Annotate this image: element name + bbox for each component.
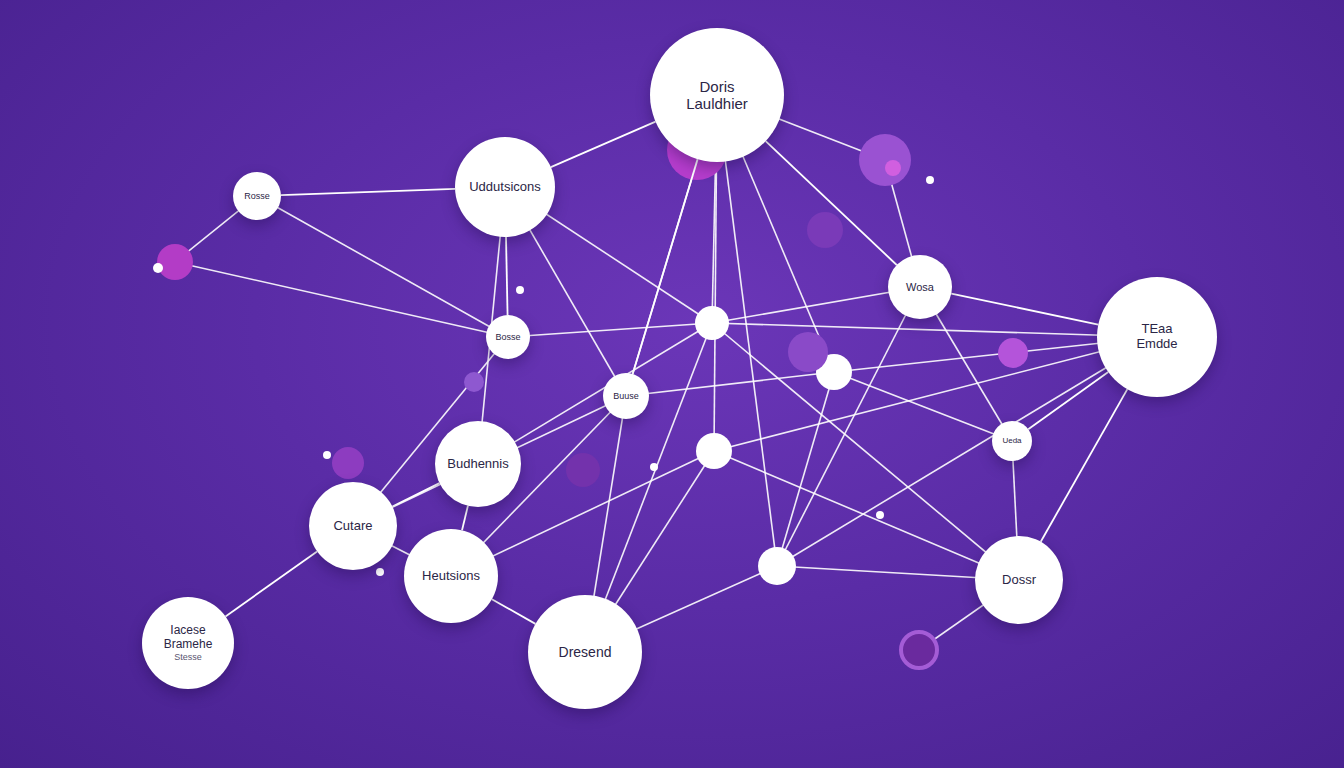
- net-line: [353, 396, 626, 526]
- network-circle: Heutsions: [404, 529, 498, 623]
- network-circle: TEaa Emdde: [1097, 277, 1217, 397]
- connector-line: [226, 551, 318, 616]
- accent-dot: [376, 568, 384, 576]
- accent-blob: [998, 338, 1028, 368]
- accent-blob: [807, 212, 843, 248]
- node-label: Cutare: [333, 519, 372, 534]
- network-circle: Buuse: [603, 373, 649, 419]
- node-label: Doris Lauldhier: [675, 78, 758, 113]
- net-line: [626, 372, 834, 396]
- network-circle: Iacese BrameheStesse: [142, 597, 234, 689]
- node-label: Ueda: [1002, 436, 1021, 445]
- node-label: Rosse: [244, 191, 270, 201]
- accent-blobs: [153, 120, 1028, 668]
- node-label: Dossr: [1002, 573, 1036, 588]
- network-circle: Dresend: [528, 595, 642, 709]
- net-line: [714, 337, 1157, 451]
- connector-line: [281, 189, 455, 195]
- node-label: Heutsions: [422, 569, 480, 584]
- node-label: Dresend: [559, 644, 612, 660]
- accent-dot: [323, 451, 331, 459]
- connector-line: [633, 159, 698, 374]
- network-circle: Uddutsicons: [455, 137, 555, 237]
- connector-line: [1028, 372, 1108, 429]
- connector-line: [951, 294, 1098, 325]
- connector-line: [506, 237, 508, 315]
- accent-blob: [859, 134, 911, 186]
- connector-line: [1041, 389, 1128, 542]
- node-label: Wosa: [906, 281, 934, 294]
- connector-line: [551, 122, 656, 167]
- node-sublabel: Stesse: [174, 652, 202, 662]
- accent-dot: [516, 286, 524, 294]
- accent-blob: [464, 372, 484, 392]
- accent-blob: [885, 160, 901, 176]
- network-circle: Budhennis: [435, 421, 521, 507]
- network-circle: Wosa: [888, 255, 952, 319]
- accent-blob: [157, 244, 193, 280]
- connector-line: [462, 506, 468, 531]
- hub-circle: [696, 433, 732, 469]
- accent-blob: [566, 453, 600, 487]
- node-label: Bosse: [495, 332, 520, 342]
- hub-circle: [758, 547, 796, 585]
- network-circle: Rosse: [233, 172, 281, 220]
- hub-dots: [695, 306, 852, 585]
- connector-line: [766, 141, 897, 265]
- net-lines: [175, 95, 1157, 652]
- network-circle: Bosse: [486, 315, 530, 359]
- connector-line: [492, 599, 536, 624]
- net-line: [712, 323, 1157, 337]
- accent-dot: [153, 263, 163, 273]
- accent-blob: [332, 447, 364, 479]
- net-line: [777, 337, 1157, 566]
- accent-dot: [926, 176, 934, 184]
- accent-blob: [788, 332, 828, 372]
- hub-circle: [695, 306, 729, 340]
- net-line: [712, 323, 1019, 580]
- accent-ring: [901, 632, 937, 668]
- node-label: Buuse: [613, 391, 639, 401]
- net-line: [175, 262, 508, 337]
- node-label: TEaa Emdde: [1120, 322, 1194, 352]
- net-line: [834, 372, 1012, 441]
- net-line: [777, 287, 920, 566]
- net-line: [508, 323, 712, 337]
- node-label: Budhennis: [447, 457, 508, 472]
- accent-dot: [876, 511, 884, 519]
- network-circle: Ueda: [992, 421, 1032, 461]
- node-label: Uddutsicons: [469, 180, 541, 195]
- accent-dot: [650, 463, 658, 471]
- network-circle: Cutare: [309, 482, 397, 570]
- network-circle: Doris Lauldhier: [650, 28, 784, 162]
- connector-line: [392, 483, 439, 506]
- network-circle: Dossr: [975, 536, 1063, 624]
- node-label: Iacese Bramehe: [159, 624, 216, 652]
